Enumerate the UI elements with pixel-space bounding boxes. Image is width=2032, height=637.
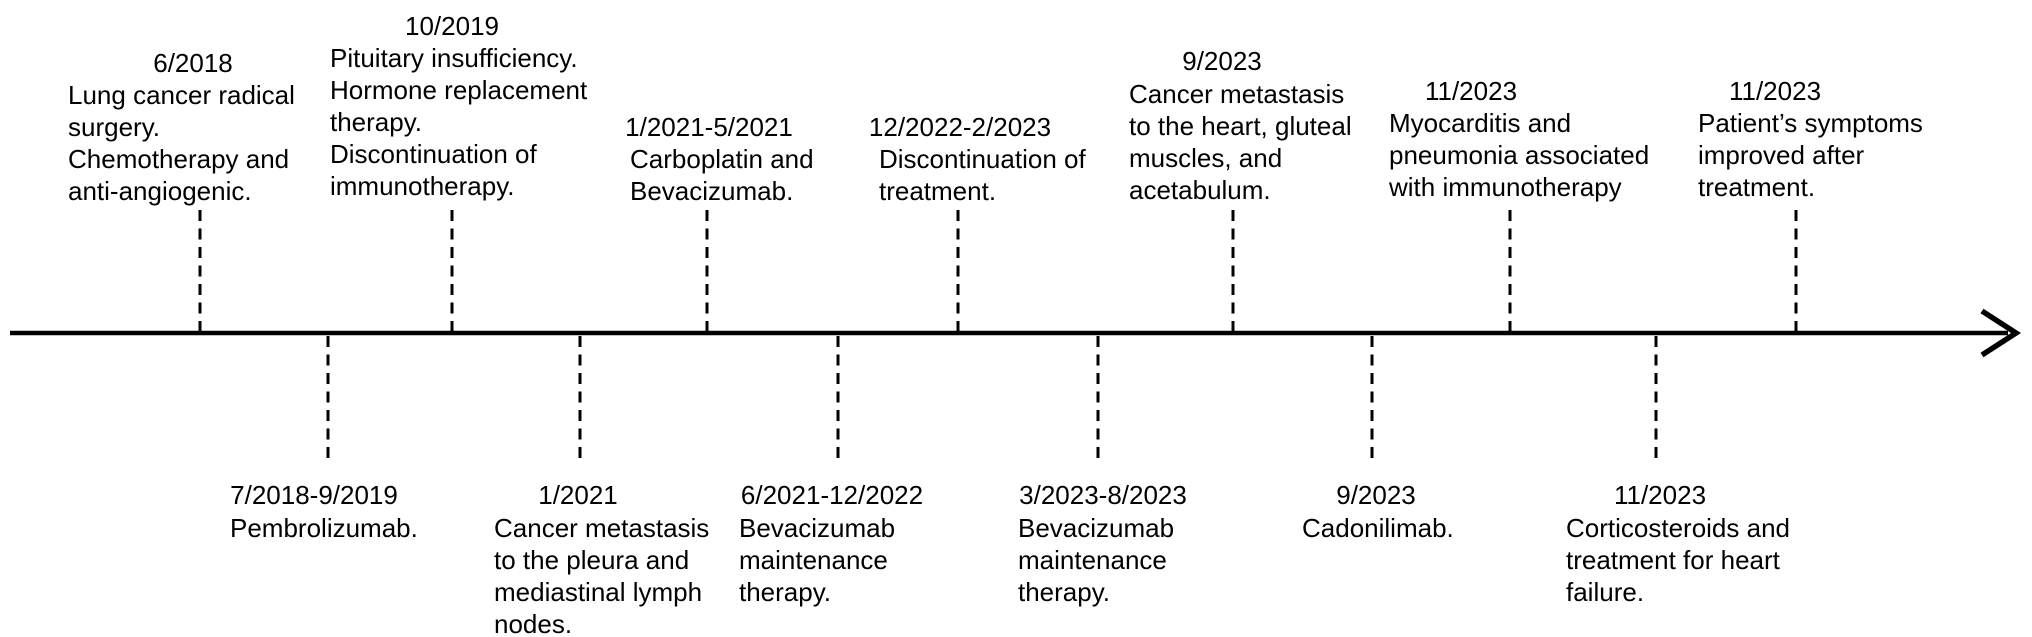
event-description: Bevacizumab maintenance therapy. [739, 513, 896, 607]
event-description: Pembrolizumab. [230, 513, 418, 543]
event-date: 6/2021-12/2022 [740, 480, 924, 510]
event-date: 11/2023 [1728, 76, 1822, 106]
event-date: 1/2021 [538, 480, 618, 510]
event-description: Carboplatin and Bevacizumab. [630, 144, 814, 206]
event-description: Cancer metastasis to the heart, gluteal … [1129, 79, 1352, 205]
event-description: Pituitary insufficiency. Hormone replace… [330, 43, 588, 201]
event-date: 3/2023-8/2023 [1019, 480, 1187, 510]
event-date: 1/2021-5/2021 [625, 112, 793, 142]
event-description: Discontinuation of treatment. [879, 144, 1086, 206]
event-date: 9/2023 [1182, 46, 1262, 76]
event-description: Corticosteroids and treatment for heart … [1566, 513, 1790, 607]
event-date: 11/2023 [1424, 76, 1518, 106]
event-description: Cadonilimab. [1302, 513, 1454, 543]
event-description: Lung cancer radical surgery. Chemotherap… [68, 80, 295, 206]
event-description: Bevacizumab maintenance therapy. [1018, 513, 1175, 607]
event-description: Cancer metastasis to the pleura and medi… [494, 513, 710, 637]
event-date: 9/2023 [1336, 480, 1416, 510]
arrowhead-icon [1980, 308, 2022, 358]
event-date: 7/2018-9/2019 [230, 480, 398, 510]
event-description: Patient’s symptoms improved after treatm… [1698, 108, 1923, 202]
event-date: 12/2022-2/2023 [868, 112, 1052, 142]
event-date: 6/2018 [153, 48, 233, 78]
event-date: 10/2019 [405, 11, 499, 41]
event-date: 11/2023 [1613, 480, 1707, 510]
event-description: Myocarditis and pneumonia associated wit… [1389, 108, 1650, 202]
